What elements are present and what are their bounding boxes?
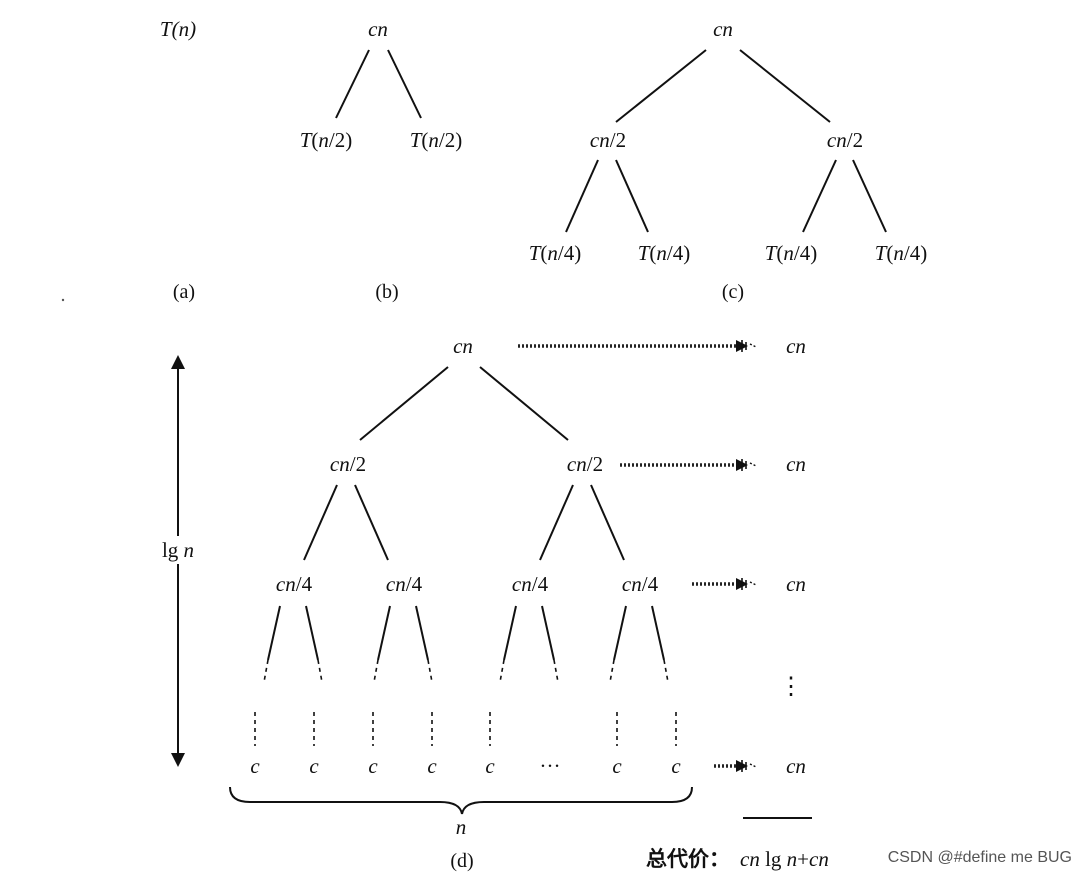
- dashed-edge: [499, 659, 505, 683]
- level-cost: cn: [786, 754, 806, 778]
- panel-c-l2-node: T(n/4): [638, 241, 691, 265]
- panel-d-l2-node: cn/4: [512, 572, 549, 596]
- panel-a: T(n) (a): [160, 17, 196, 303]
- level-cost-arrow: [692, 578, 757, 590]
- panel-c-l2-node: T(n/4): [765, 241, 818, 265]
- level-cost-arrow: [620, 459, 757, 471]
- panel-a-root: T(n): [160, 17, 196, 41]
- leaf-node: c: [309, 754, 319, 778]
- tree-edge: [613, 605, 627, 661]
- panel-d-l1-right: cn/2: [567, 452, 603, 476]
- tree-edge: [739, 49, 831, 123]
- tree-edge: [852, 159, 887, 233]
- tree-edge: [615, 159, 649, 233]
- level-cost-arrow: [518, 340, 757, 352]
- tree-edge: [335, 49, 370, 119]
- leaf-node: c: [671, 754, 681, 778]
- leaf-node: c: [250, 754, 260, 778]
- panel-b-caption: (b): [375, 281, 398, 303]
- tree-edge: [305, 605, 319, 661]
- vertical-ellipsis: ⋮: [779, 674, 803, 700]
- stray-dot: [61, 298, 65, 302]
- tree-edge: [802, 159, 837, 233]
- leaf-node: c: [485, 754, 495, 778]
- panel-d-root: cn: [453, 334, 473, 358]
- level-cost: cn: [786, 334, 806, 358]
- tree-edge: [590, 484, 625, 561]
- panel-b-child-right: T(n/2): [410, 128, 463, 152]
- panel-b-root: cn: [368, 17, 388, 41]
- tree-edge: [539, 484, 574, 561]
- panel-d: lg n cn cn/2 cn/2 cn/4 cn/4 cn/4 cn/4: [148, 334, 829, 872]
- leaf-node: c: [612, 754, 622, 778]
- panel-b-child-left: T(n/2): [300, 128, 353, 152]
- tree-edge: [387, 49, 422, 119]
- leaf-node: c: [368, 754, 378, 778]
- panel-c-l2-node: T(n/4): [529, 241, 582, 265]
- dashed-edge: [373, 659, 379, 683]
- height-label: lg n: [162, 538, 194, 562]
- tree-edge: [377, 605, 391, 661]
- dashed-edge: [609, 659, 615, 683]
- panel-c-l1-right: cn/2: [827, 128, 863, 152]
- width-brace: [229, 786, 693, 815]
- dashed-edge: [663, 659, 669, 683]
- level-cost-arrow: [714, 760, 757, 772]
- width-label: n: [456, 815, 467, 839]
- panel-d-caption: (d): [450, 850, 473, 872]
- panel-c-l1-left: cn/2: [590, 128, 626, 152]
- panel-d-l2-node: cn/4: [276, 572, 313, 596]
- panel-c-root: cn: [713, 17, 733, 41]
- total-cost-value: cn lg n+cn: [740, 847, 829, 871]
- dashed-edge: [317, 659, 323, 683]
- tree-edge: [303, 484, 338, 561]
- level-cost: cn: [786, 452, 806, 476]
- dashed-edge: [427, 659, 433, 683]
- panel-d-l1-left: cn/2: [330, 452, 366, 476]
- tree-edge: [359, 366, 449, 441]
- tree-edge: [541, 605, 555, 661]
- panel-d-l2-node: cn/4: [622, 572, 659, 596]
- tree-edge: [503, 605, 517, 661]
- height-label-backdrop: [148, 536, 208, 564]
- tree-edge: [565, 159, 599, 233]
- dashed-edge: [263, 659, 269, 683]
- panel-b: cn T(n/2) T(n/2) (b): [300, 17, 463, 303]
- panel-c-caption: (c): [722, 281, 744, 303]
- panel-d-l2-node: cn/4: [386, 572, 423, 596]
- level-cost: cn: [786, 572, 806, 596]
- leaf-node: c: [427, 754, 437, 778]
- leaf-ellipsis: …: [540, 748, 561, 772]
- panel-a-caption: (a): [173, 281, 195, 303]
- tree-edge: [615, 49, 707, 123]
- panel-c: cn cn/2 cn/2 T(n/4) T(n/4) T(n/4) T(n/4)…: [529, 17, 928, 303]
- tree-edge: [354, 484, 389, 561]
- watermark: CSDN @#define me BUG: [888, 849, 1072, 866]
- tree-edge: [415, 605, 429, 661]
- tree-edge: [479, 366, 569, 441]
- panel-c-l2-node: T(n/4): [875, 241, 928, 265]
- total-cost-label: 总代价：: [646, 847, 730, 871]
- tree-edge: [651, 605, 665, 661]
- dashed-edge: [553, 659, 559, 683]
- tree-edge: [267, 605, 281, 661]
